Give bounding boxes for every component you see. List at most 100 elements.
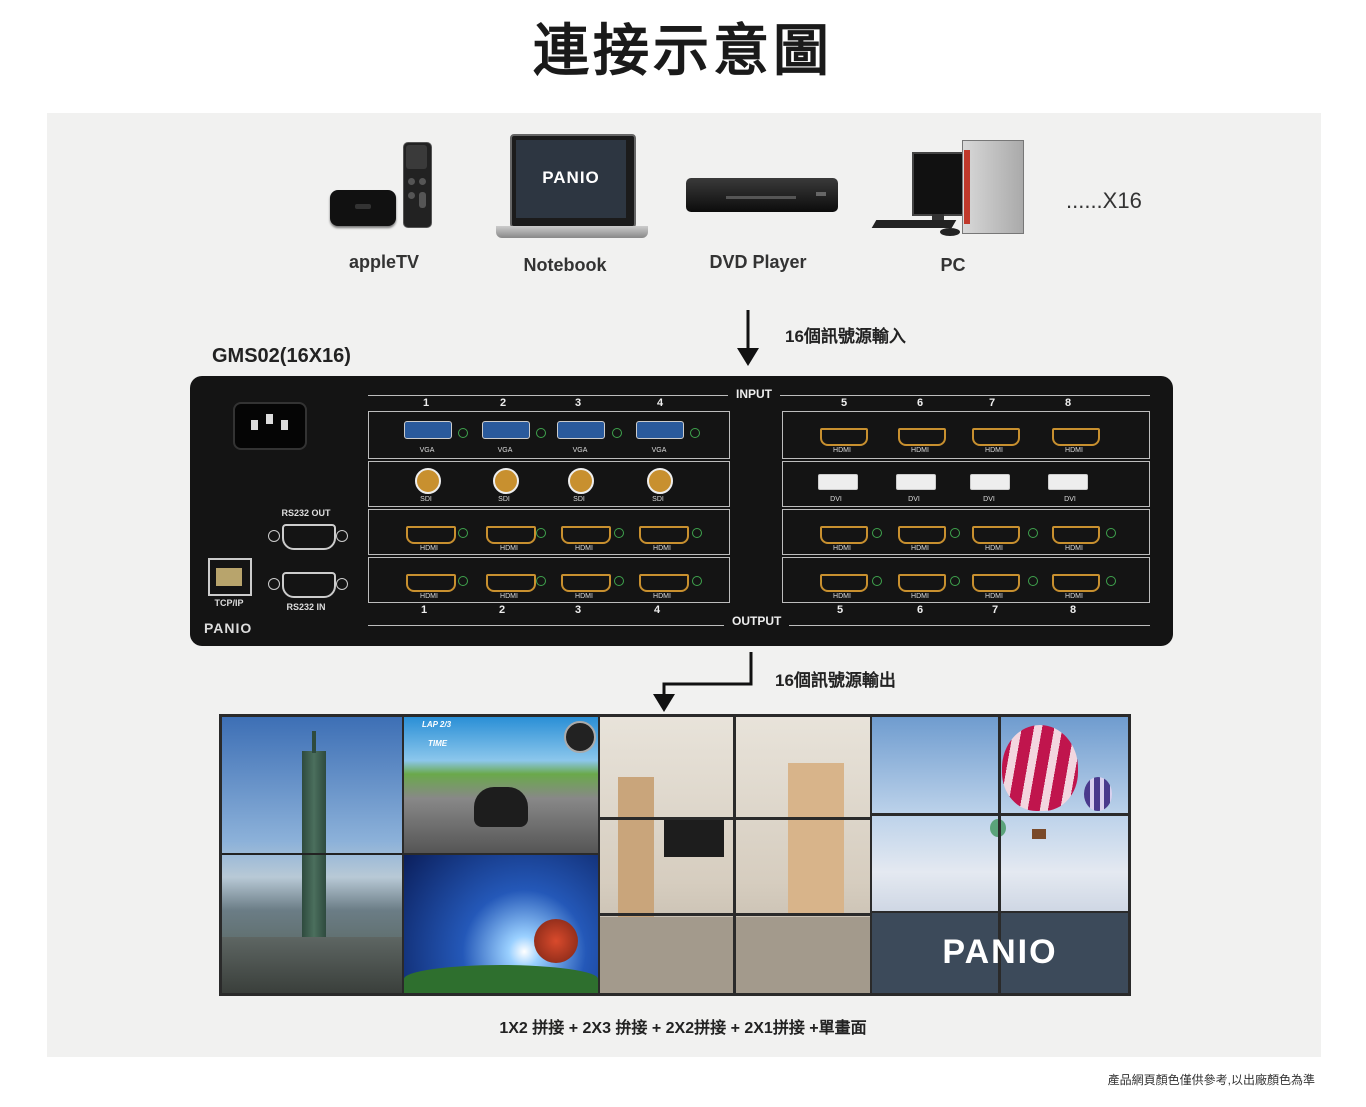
sdi-port[interactable] <box>415 468 441 494</box>
dvi-port[interactable] <box>896 474 936 490</box>
output-number: 5 <box>836 604 844 616</box>
hdmi-port[interactable] <box>486 526 536 544</box>
wall-image-living-room <box>600 717 870 993</box>
status-led <box>692 528 702 538</box>
port-type-label: HDMI <box>833 447 851 454</box>
matrix-switcher: RS232 OUT RS232 IN TCP/IP PANIO INPUT OU… <box>190 376 1173 646</box>
vga-port[interactable] <box>482 421 530 439</box>
hdmi-port[interactable] <box>820 428 868 446</box>
hdmi-port[interactable] <box>406 526 456 544</box>
dvi-port[interactable] <box>1048 474 1088 490</box>
rs232-in-port[interactable] <box>268 570 348 598</box>
rs232-out-port[interactable] <box>268 522 348 550</box>
port-type-label: HDMI <box>833 545 851 552</box>
vga-port[interactable] <box>404 421 452 439</box>
status-led <box>692 576 702 586</box>
input-description: 16個訊號源輸入 <box>785 327 906 346</box>
vga-port[interactable] <box>636 421 684 439</box>
port-row-left-2 <box>368 461 730 507</box>
hdmi-port[interactable] <box>1052 428 1100 446</box>
hdmi-port[interactable] <box>1052 526 1100 544</box>
matrix-brand: PANIO <box>204 620 253 636</box>
more-sources-label: ......X16 <box>1066 188 1142 213</box>
sdi-port[interactable] <box>568 468 594 494</box>
port-row-left-3 <box>368 509 730 555</box>
port-row-right-1 <box>782 411 1150 459</box>
ethernet-port[interactable] <box>208 558 252 596</box>
sdi-port[interactable] <box>493 468 519 494</box>
layout-caption: 1X2 拼接 + 2X3 拚接 + 2X2拼接 + 2X1拼接 +單畫面 <box>499 1020 867 1037</box>
output-number: 8 <box>1069 604 1077 616</box>
output-number: 2 <box>498 604 506 616</box>
status-led <box>614 576 624 586</box>
port-type-label: HDMI <box>911 545 929 552</box>
port-type-label: HDMI <box>985 447 1003 454</box>
port-type-label: HDMI <box>575 593 593 600</box>
game-time-label: TIME <box>428 739 448 748</box>
hdmi-port[interactable] <box>820 526 868 544</box>
status-led <box>536 428 546 438</box>
input-arrow-icon <box>737 310 759 366</box>
hdmi-port[interactable] <box>820 574 868 592</box>
port-type-label: HDMI <box>985 545 1003 552</box>
port-type-label: HDMI <box>420 593 438 600</box>
output-description: 16個訊號源輸出 <box>775 671 896 690</box>
output-number: 1 <box>420 604 428 616</box>
port-row-right-2 <box>782 461 1150 507</box>
hdmi-port[interactable] <box>1052 574 1100 592</box>
hdmi-port[interactable] <box>898 574 946 592</box>
port-type-label: SDI <box>498 496 510 503</box>
input-number: 1 <box>422 397 430 409</box>
hdmi-port[interactable] <box>972 574 1020 592</box>
status-led <box>1106 528 1116 538</box>
wall-brand-screen: PANIO <box>872 913 1128 993</box>
hdmi-port[interactable] <box>561 574 611 592</box>
input-number: 6 <box>916 397 924 409</box>
port-type-label: DVI <box>983 496 995 503</box>
video-wall: LAP 2/3 TIME PANIO <box>219 714 1131 996</box>
hdmi-port[interactable] <box>561 526 611 544</box>
hdmi-port[interactable] <box>972 428 1020 446</box>
status-led <box>614 528 624 538</box>
rs232-out-label: RS232 OUT <box>281 508 331 518</box>
page-title: 連接示意圖 <box>533 19 833 84</box>
hdmi-port[interactable] <box>972 526 1020 544</box>
status-led <box>872 576 882 586</box>
hdmi-port[interactable] <box>486 574 536 592</box>
device-label-appletv: appleTV <box>348 252 419 272</box>
vga-port[interactable] <box>557 421 605 439</box>
port-type-label: VGA <box>419 447 435 454</box>
port-type-label: HDMI <box>1065 545 1083 552</box>
hdmi-port[interactable] <box>406 574 456 592</box>
sdi-port[interactable] <box>647 468 673 494</box>
hdmi-port[interactable] <box>898 526 946 544</box>
rs232-in-label: RS232 IN <box>286 602 326 612</box>
dvi-port[interactable] <box>970 474 1010 490</box>
output-number: 6 <box>916 604 924 616</box>
port-type-label: VGA <box>497 447 513 454</box>
input-number: 2 <box>499 397 507 409</box>
device-label-dvd-player: DVD Player <box>709 252 807 272</box>
input-number: 7 <box>988 397 996 409</box>
port-row-right-4 <box>782 557 1150 603</box>
notebook-brand: PANIO <box>542 168 600 187</box>
input-number: 5 <box>840 397 848 409</box>
port-type-label: HDMI <box>500 545 518 552</box>
port-type-label: HDMI <box>653 593 671 600</box>
port-type-label: HDMI <box>653 545 671 552</box>
dvi-port[interactable] <box>818 474 858 490</box>
port-type-label: VGA <box>651 447 667 454</box>
port-type-label: HDMI <box>1065 593 1083 600</box>
hdmi-port[interactable] <box>639 526 689 544</box>
hdmi-port[interactable] <box>898 428 946 446</box>
port-type-label: HDMI <box>575 545 593 552</box>
port-type-label: HDMI <box>985 593 1003 600</box>
hdmi-port[interactable] <box>639 574 689 592</box>
input-number: 4 <box>656 397 664 409</box>
input-section-label: INPUT <box>728 387 780 401</box>
status-led <box>950 528 960 538</box>
status-led <box>612 428 622 438</box>
status-led <box>458 428 468 438</box>
status-led <box>950 576 960 586</box>
port-type-label: HDMI <box>911 593 929 600</box>
